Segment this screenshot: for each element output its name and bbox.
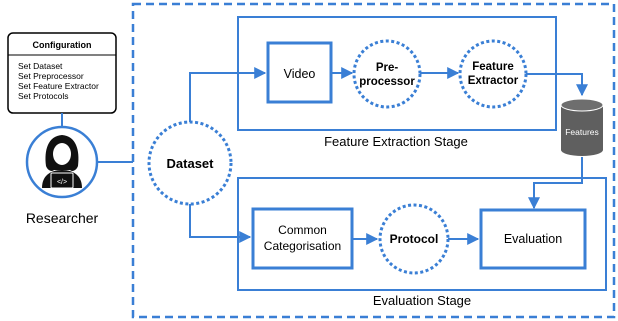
evaluation-node (479, 208, 587, 270)
feature-extractor-node (458, 39, 528, 109)
arrow-extractor-to-database (526, 73, 588, 97)
database-label: Features (565, 127, 599, 137)
preprocessor-label-line1: Pre- (376, 62, 399, 74)
evaluation-stage (237, 177, 607, 291)
config-item-feature-extractor: Set Feature Extractor (18, 81, 99, 91)
configuration-panel: Configuration Set Dataset Set Preprocess… (7, 32, 117, 114)
config-item-protocols: Set Protocols (18, 91, 69, 101)
system-boundary (131, 2, 616, 319)
video-label: Video (284, 67, 316, 81)
arrow-dataset-to-video (189, 67, 267, 122)
feature-stage-caption: Feature Extraction Stage (324, 134, 468, 149)
database-icon (560, 98, 604, 156)
evaluation-label: Evaluation (504, 232, 562, 246)
researcher-icon: </> (25, 125, 99, 199)
arrow-database-to-evaluation (528, 157, 583, 210)
configuration-title: Configuration (33, 40, 92, 50)
categorisation-label-line1: Common (278, 223, 327, 237)
arrow-dataset-to-categorisation (189, 204, 252, 243)
categorisation-node (251, 207, 354, 270)
dataset-label: Dataset (167, 156, 215, 171)
preprocessor-label-line2: processor (359, 76, 415, 88)
categorisation-label-line2: Categorisation (264, 239, 341, 253)
code-glyph: </> (57, 179, 67, 186)
config-item-preprocessor: Set Preprocessor (18, 71, 84, 81)
feature-extractor-label-line2: Extractor (468, 75, 519, 87)
config-item-dataset: Set Dataset (18, 61, 63, 71)
preprocessor-node (352, 39, 422, 109)
protocol-label: Protocol (390, 232, 439, 246)
researcher-label: Researcher (26, 210, 99, 226)
evaluation-stage-caption: Evaluation Stage (373, 293, 471, 308)
feature-extractor-label-line1: Feature (472, 61, 514, 73)
